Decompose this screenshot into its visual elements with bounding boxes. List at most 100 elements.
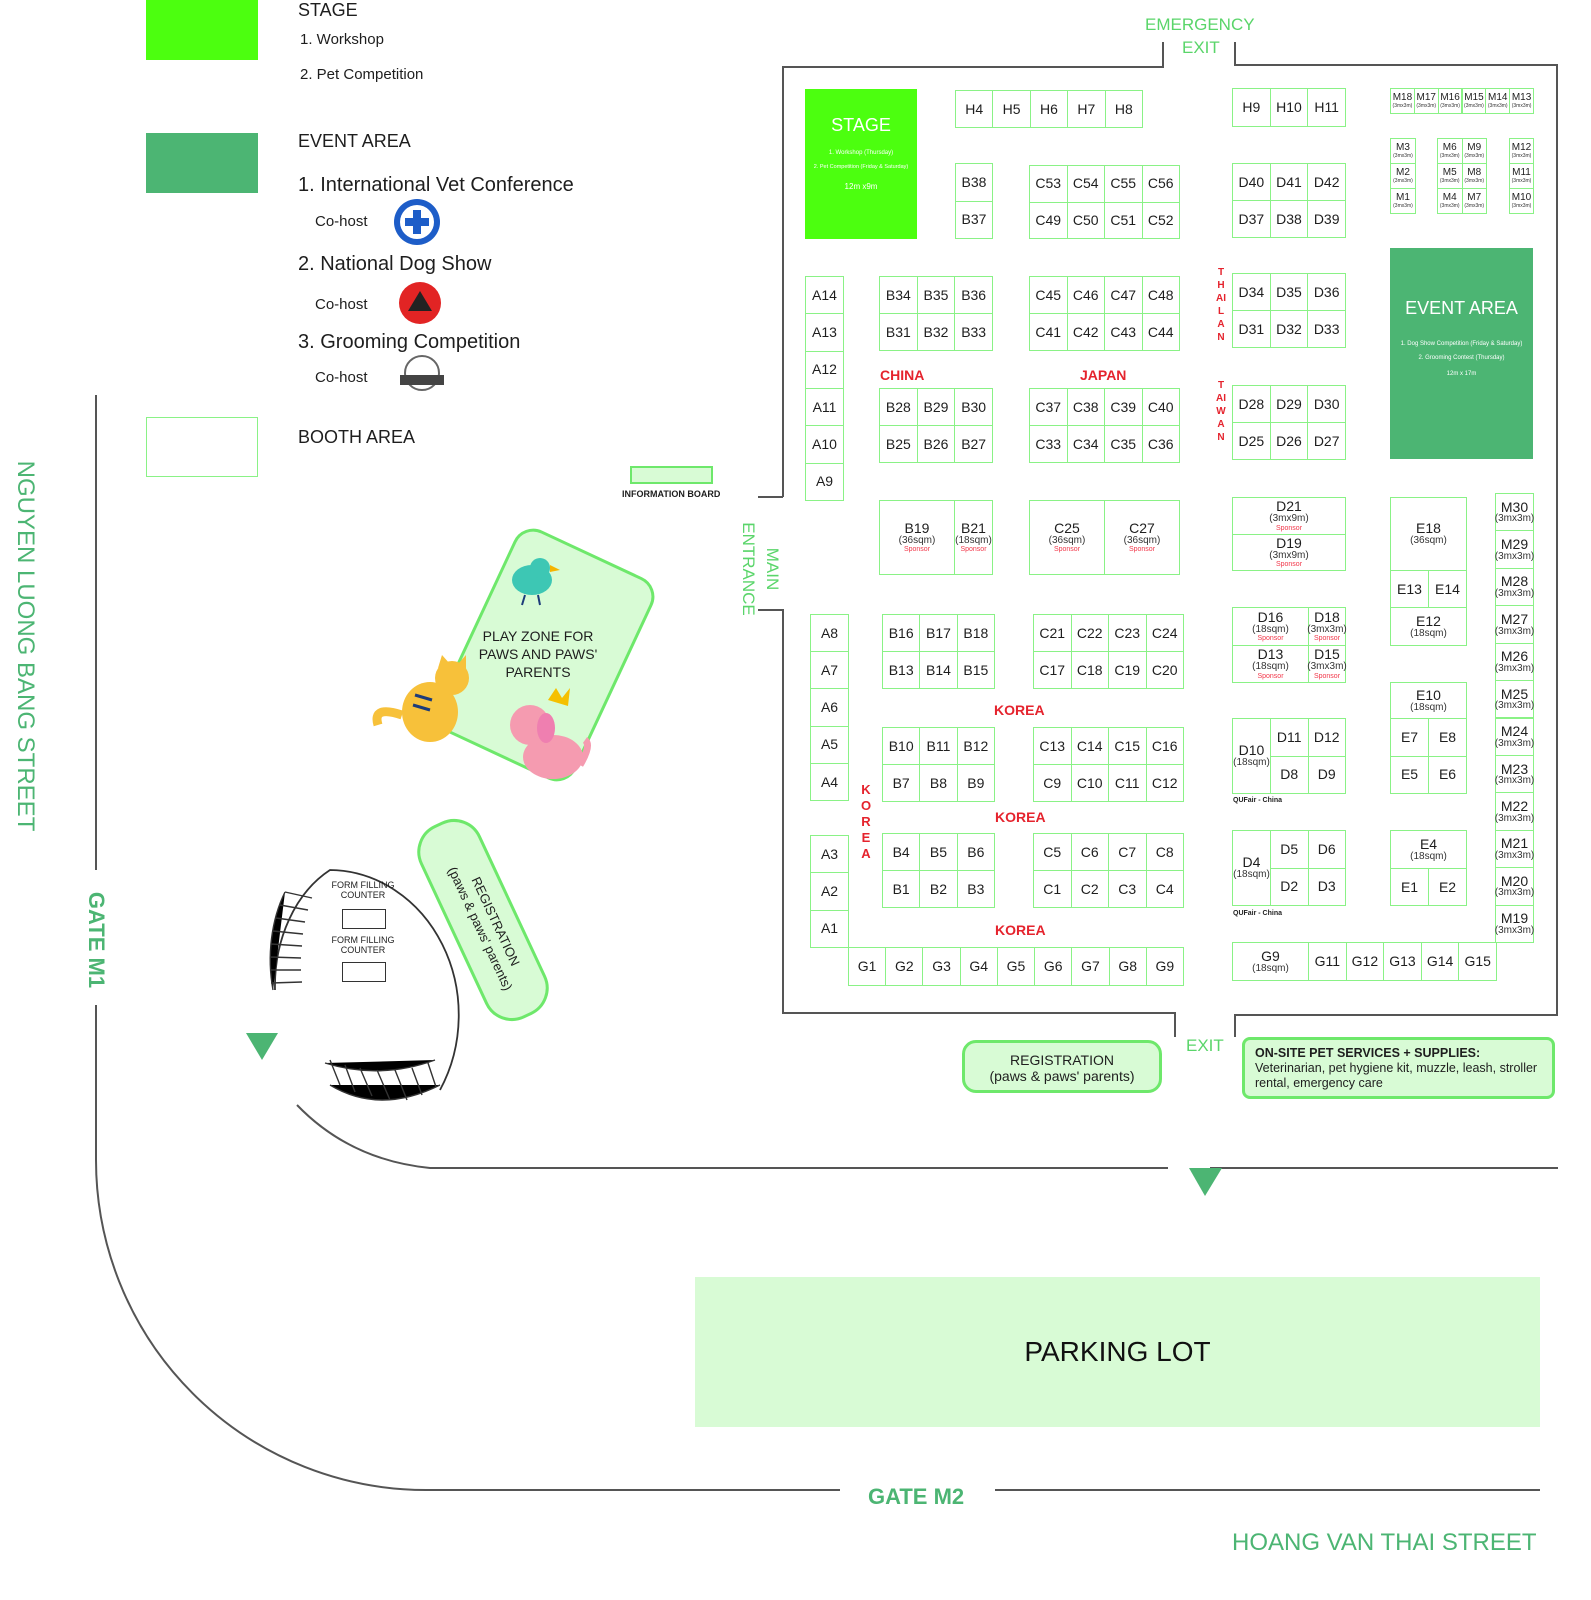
booth-c7[interactable]: C7 [1108,833,1147,871]
booth-b15[interactable]: B15 [956,651,995,689]
booth-c10[interactable]: C10 [1070,764,1109,802]
booth-c5[interactable]: C5 [1033,833,1072,871]
booth-d10[interactable]: D10(18sqm) [1232,718,1271,794]
booth-c21[interactable]: C21 [1033,614,1072,652]
booth-c45[interactable]: C45 [1029,276,1068,314]
booth-e7[interactable]: E7 [1390,718,1429,757]
booth-c15[interactable]: C15 [1108,727,1147,765]
booth-c43[interactable]: C43 [1104,313,1143,351]
booth-m21[interactable]: M21(3mx3m) [1495,829,1534,869]
booth-e5[interactable]: E5 [1390,755,1429,794]
booth-c8[interactable]: C8 [1145,833,1184,871]
booth-m9[interactable]: M9(3mx3m) [1461,138,1487,164]
booth-e8[interactable]: E8 [1428,718,1467,757]
booth-b35[interactable]: B35 [916,276,956,314]
booth-m13[interactable]: M13(3mx3m) [1509,88,1534,114]
booth-m27[interactable]: M27(3mx3m) [1495,605,1534,644]
booth-b26[interactable]: B26 [916,425,956,463]
booth-g7[interactable]: G7 [1071,947,1110,986]
booth-c19[interactable]: C19 [1108,651,1147,689]
booth-a7[interactable]: A7 [810,651,849,690]
stage-box[interactable]: STAGE 1. Workshop (Thursday) 2. Pet Comp… [805,89,917,239]
booth-h8[interactable]: H8 [1104,90,1143,128]
booth-g9[interactable]: G9 [1145,947,1184,986]
booth-b27[interactable]: B27 [954,425,993,463]
booth-d25[interactable]: D25 [1232,422,1271,460]
booth-b33[interactable]: B33 [954,313,993,351]
booth-b30[interactable]: B30 [954,388,993,426]
booth-g1[interactable]: G1 [848,947,887,986]
booth-c42[interactable]: C42 [1066,313,1105,351]
booth-d6[interactable]: D6 [1307,830,1346,869]
booth-a1[interactable]: A1 [810,909,849,948]
booth-c25[interactable]: C25(36sqm)Sponsor [1029,500,1105,575]
booth-c52[interactable]: C52 [1141,201,1180,239]
booth-c38[interactable]: C38 [1066,388,1105,426]
booth-b4[interactable]: B4 [882,833,921,871]
booth-d26[interactable]: D26 [1269,422,1309,460]
booth-m29[interactable]: M29(3mx3m) [1495,530,1534,569]
booth-h4[interactable]: H4 [955,90,994,128]
booth-e18[interactable]: E18(36sqm) [1390,497,1467,571]
booth-h9[interactable]: H9 [1232,88,1271,127]
booth-c53[interactable]: C53 [1029,165,1068,203]
booth-m2[interactable]: M2(3mx3m) [1390,163,1416,189]
booth-d2[interactable]: D2 [1270,867,1309,906]
booth-d18[interactable]: D18(3mx3m)Sponsor [1307,607,1347,646]
gate-m1-label[interactable]: GATE M1 [84,891,109,989]
booth-c2[interactable]: C2 [1070,870,1109,908]
booth-c44[interactable]: C44 [1141,313,1180,351]
booth-c54[interactable]: C54 [1066,165,1105,203]
booth-c35[interactable]: C35 [1104,425,1143,463]
booth-a12[interactable]: A12 [805,350,844,389]
booth-h10[interactable]: H10 [1269,88,1309,127]
booth-d27[interactable]: D27 [1307,422,1346,460]
booth-a9[interactable]: A9 [805,462,844,501]
booth-c49[interactable]: C49 [1029,201,1068,239]
booth-c6[interactable]: C6 [1070,833,1109,871]
booth-d11[interactable]: D11 [1270,718,1309,757]
booth-c34[interactable]: C34 [1066,425,1105,463]
booth-c39[interactable]: C39 [1104,388,1143,426]
registration-desk[interactable]: REGISTRATION (paws & paws' parents) [962,1040,1162,1093]
booth-c18[interactable]: C18 [1070,651,1109,689]
booth-g14[interactable]: G14 [1420,942,1460,981]
booth-e14[interactable]: E14 [1428,570,1467,608]
booth-d8[interactable]: D8 [1270,755,1309,794]
booth-c12[interactable]: C12 [1145,764,1184,802]
booth-g4[interactable]: G4 [959,947,998,986]
booth-c51[interactable]: C51 [1104,201,1143,239]
booth-d34[interactable]: D34 [1232,273,1271,311]
booth-b9[interactable]: B9 [956,764,995,802]
booth-e4[interactable]: E4(18sqm) [1390,830,1467,869]
booth-b8[interactable]: B8 [919,764,958,802]
booth-m20[interactable]: M20(3mx3m) [1495,867,1534,906]
booth-m8[interactable]: M8(3mx3m) [1461,163,1487,189]
booth-c36[interactable]: C36 [1141,425,1180,463]
booth-c47[interactable]: C47 [1104,276,1143,314]
booth-d19[interactable]: D19(3mx9m)Sponsor [1232,533,1346,571]
gate-m2-label[interactable]: GATE M2 [868,1484,965,1509]
booth-c14[interactable]: C14 [1070,727,1109,765]
booth-g2[interactable]: G2 [885,947,924,986]
booth-d35[interactable]: D35 [1269,273,1309,311]
booth-b3[interactable]: B3 [956,870,995,908]
booth-g11[interactable]: G11 [1308,942,1347,981]
booth-e2[interactable]: E2 [1428,868,1467,906]
booth-a13[interactable]: A13 [805,313,844,352]
booth-c20[interactable]: C20 [1145,651,1184,689]
booth-c24[interactable]: C24 [1145,614,1184,652]
booth-m17[interactable]: M17(3mx3m) [1413,88,1439,114]
booth-b28[interactable]: B28 [879,388,918,426]
booth-b37[interactable]: B37 [955,200,993,239]
booth-m11[interactable]: M11(3mx3m) [1509,163,1534,189]
booth-c56[interactable]: C56 [1141,165,1180,203]
booth-m26[interactable]: M26(3mx3m) [1495,642,1534,682]
booth-d13[interactable]: D13(18sqm)Sponsor [1232,644,1309,683]
booth-g6[interactable]: G6 [1034,947,1073,986]
booth-m15[interactable]: M15(3mx3m) [1461,88,1487,114]
booth-e13[interactable]: E13 [1390,570,1429,608]
booth-d30[interactable]: D30 [1307,385,1346,423]
booth-b14[interactable]: B14 [919,651,958,689]
booth-d40[interactable]: D40 [1232,163,1271,201]
